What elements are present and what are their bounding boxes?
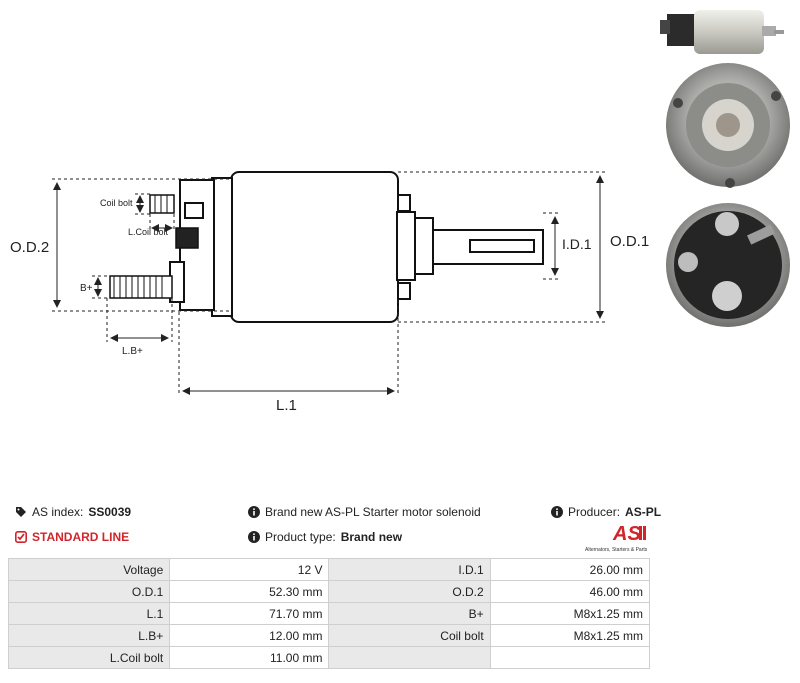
id1-label: I.D.1 [562,236,592,252]
coil-bolt-label: Coil bolt [100,198,133,208]
info-icon [248,506,260,518]
spec-value: 46.00 mm [489,580,651,603]
spec-label: L.1 [7,602,171,625]
l1-label: L.1 [276,397,297,414]
spec-value: M8x1.25 mm [489,624,651,647]
od2-label: O.D.2 [10,239,49,256]
bplus-label: B+ [80,283,93,294]
lcoil-bolt-label: L.Coil bolt [128,227,169,237]
product-type: Product type: Brand new [248,530,402,544]
standard-line: STANDARD LINE [15,530,129,544]
spec-label: O.D.2 [328,580,491,603]
product-type-label: Product type: [265,530,336,544]
svg-text:AS: AS [612,523,641,545]
tag-icon [16,507,26,517]
as-index-label: AS index: [32,505,84,519]
lbplus-label: L.B+ [122,346,143,357]
spec-value: 11.00 mm [169,646,330,669]
product-type-value: Brand new [340,530,403,544]
spec-label [328,646,491,669]
product-photo-front [666,63,790,188]
spec-label: Voltage [7,558,171,581]
producer-value: AS-PL [625,505,662,519]
product-photo-side [660,10,784,54]
spec-label: I.D.1 [328,558,491,581]
producer: Producer: AS-PL [551,505,661,519]
spec-value [489,646,651,669]
spec-value: 71.70 mm [169,602,330,625]
spec-label: L.Coil bolt [7,646,171,669]
info-icon [551,506,563,518]
as-pl-logo: AS Alternators, Starters & Parts [585,520,651,554]
spec-value: M8x1.25 mm [489,602,651,625]
as-index-value: SS0039 [88,505,132,519]
description-text: Brand new AS-PL Starter motor solenoid [265,505,481,519]
od1-label: O.D.1 [610,233,649,250]
check-square-icon [15,531,27,543]
technical-drawing: O.D.2 O.D.1 I.D.1 L.1 Coil bolt L.Coil b… [10,10,790,414]
solenoid-outline [169,171,544,323]
description: Brand new AS-PL Starter motor solenoid [248,505,481,519]
spec-label: B+ [328,602,491,625]
standard-line-text: STANDARD LINE [32,530,130,544]
product-photo-rear [666,203,790,327]
as-index: AS index: SS0039 [15,505,131,519]
svg-text:Alternators, Starters & Parts: Alternators, Starters & Parts [585,547,648,553]
spec-value: 12 V [169,558,330,581]
spec-value: 12.00 mm [169,624,330,647]
spec-label: O.D.1 [7,580,171,603]
producer-label: Producer: [568,505,621,519]
spec-value: 52.30 mm [169,580,330,603]
spec-value: 26.00 mm [489,558,651,581]
spec-label: Coil bolt [328,624,491,647]
spec-label: L.B+ [7,624,171,647]
info-icon [248,531,260,543]
